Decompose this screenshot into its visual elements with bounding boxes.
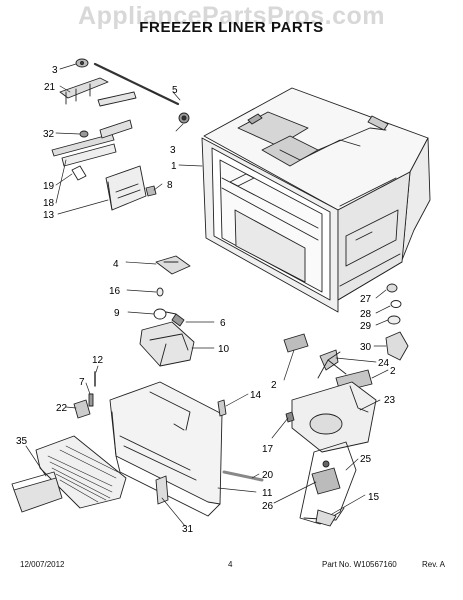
callout-30: 30 xyxy=(360,342,372,353)
footer-page: 4 xyxy=(228,560,233,569)
callout-2-right: 2 xyxy=(390,366,396,377)
callout-7: 7 xyxy=(79,377,85,388)
callout-20: 20 xyxy=(262,470,274,481)
watermark: AppliancePartsPros.com xyxy=(78,2,385,30)
freezer-liner-drawing xyxy=(201,87,431,313)
callout-19: 19 xyxy=(43,181,55,192)
callout-23: 23 xyxy=(384,395,396,406)
callout-8: 8 xyxy=(167,180,173,191)
callout-27: 27 xyxy=(360,294,372,305)
callout-3-lower: 3 xyxy=(170,145,176,156)
callout-6: 6 xyxy=(220,318,226,329)
callout-1: 1 xyxy=(171,161,177,172)
callout-32: 32 xyxy=(43,129,55,140)
callout-11: 11 xyxy=(262,488,273,499)
callout-28: 28 xyxy=(360,309,372,320)
callout-14: 14 xyxy=(250,390,262,401)
callout-17: 17 xyxy=(262,444,274,455)
callout-5: 5 xyxy=(172,85,178,96)
callout-10: 10 xyxy=(218,344,230,355)
callout-24: 24 xyxy=(378,358,390,369)
footer-part-no: Part No. W10567160 xyxy=(322,560,397,569)
page-title: FREEZER LINER PARTS xyxy=(139,19,324,36)
callout-18: 18 xyxy=(43,198,55,209)
callout-9: 9 xyxy=(114,308,120,319)
callout-25: 25 xyxy=(360,454,372,465)
callout-4: 4 xyxy=(113,259,119,270)
callout-13: 13 xyxy=(43,210,55,221)
callout-21: 21 xyxy=(44,82,56,93)
callout-26: 26 xyxy=(262,501,274,512)
callout-2-left: 2 xyxy=(271,380,277,391)
callout-3-top: 3 xyxy=(52,65,58,76)
footer-rev: Rev. A xyxy=(422,560,445,569)
callout-16: 16 xyxy=(109,286,121,297)
callout-31: 31 xyxy=(182,524,194,535)
callout-22: 22 xyxy=(56,403,68,414)
callout-15: 15 xyxy=(368,492,380,503)
callout-35: 35 xyxy=(16,436,28,447)
callout-29: 29 xyxy=(360,321,372,332)
footer-date: 12/007/2012 xyxy=(20,560,65,569)
callout-12: 12 xyxy=(92,355,104,366)
